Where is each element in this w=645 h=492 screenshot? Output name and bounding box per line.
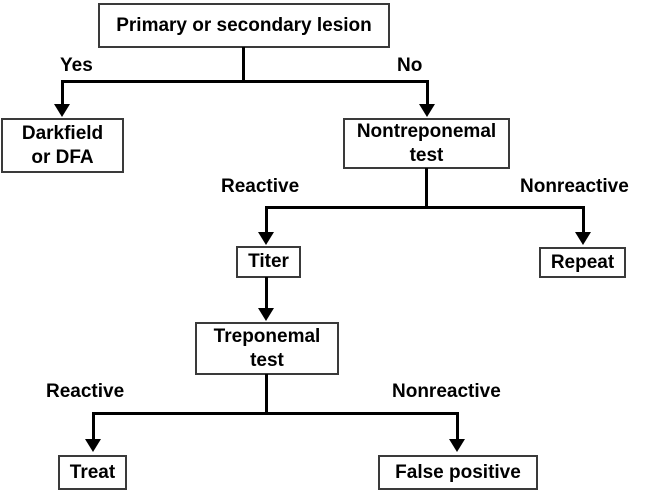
arrow-down-icon (419, 104, 435, 117)
connector-no-drop (426, 80, 429, 107)
connector-titer-drop (265, 206, 268, 233)
connector-yes-drop (61, 80, 64, 107)
connector-lesion-stem (242, 47, 245, 81)
connector-top-branch-bar (61, 80, 429, 83)
arrow-down-icon (258, 232, 274, 245)
edge-label-treponemal-reactive: Reactive (46, 381, 125, 402)
node-repeat: Repeat (539, 247, 626, 278)
edge-label-nontreponemal-reactive: Reactive (221, 176, 300, 197)
connector-titer-stem (265, 277, 268, 310)
arrow-down-icon (85, 439, 101, 452)
connector-repeat-drop (582, 206, 585, 233)
connector-nontreponemal-stem (425, 168, 428, 209)
arrow-down-icon (575, 232, 591, 245)
node-nontreponemal-test: Nontreponemal test (343, 118, 510, 169)
edge-label-treponemal-nonreactive: Nonreactive (392, 381, 501, 402)
node-titer: Titer (236, 246, 301, 278)
connector-false-positive-drop (456, 412, 459, 440)
node-treponemal-test: Treponemal test (195, 322, 339, 375)
edge-label-no: No (397, 55, 423, 76)
arrow-down-icon (258, 308, 274, 321)
node-false-positive: False positive (378, 455, 538, 490)
node-treat: Treat (58, 455, 127, 490)
connector-treponemal-stem (265, 374, 268, 414)
arrow-down-icon (449, 439, 465, 452)
node-darkfield-or-dfa: Darkfield or DFA (1, 118, 124, 173)
connector-mid-branch-bar (265, 206, 585, 209)
connector-treat-drop (92, 412, 95, 440)
connector-bottom-branch-bar (92, 412, 459, 415)
edge-label-yes: Yes (60, 55, 93, 76)
edge-label-nontreponemal-nonreactive: Nonreactive (520, 176, 629, 197)
node-primary-or-secondary-lesion: Primary or secondary lesion (98, 3, 390, 48)
arrow-down-icon (54, 104, 70, 117)
